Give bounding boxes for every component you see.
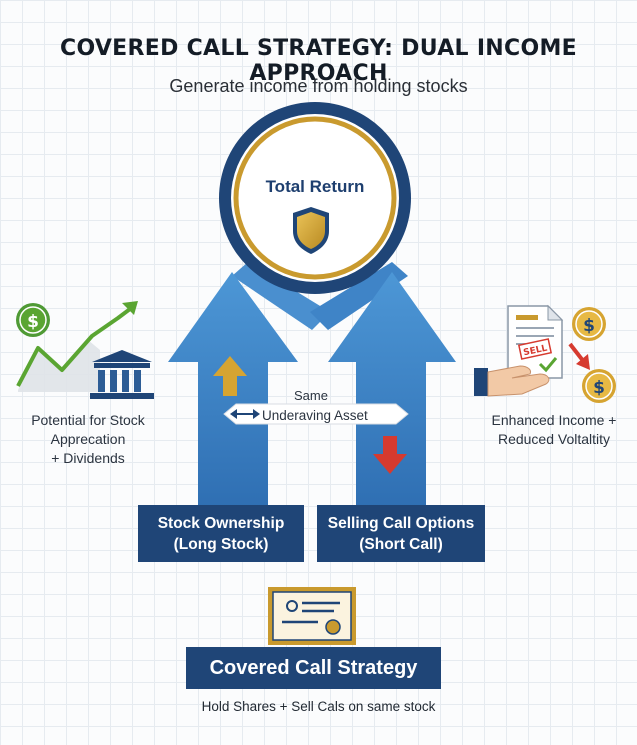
left-benefit-line2: Apprecation bbox=[50, 431, 126, 447]
shield-icon bbox=[293, 207, 329, 254]
left-arrow-top bbox=[232, 262, 330, 330]
double-arrow-icon bbox=[230, 409, 260, 419]
selling-calls-box: Selling Call Options (Short Call) bbox=[317, 505, 485, 562]
total-return-label: Total Return bbox=[265, 177, 365, 196]
up-arrow-icon bbox=[213, 356, 247, 396]
down-arrow-icon bbox=[373, 436, 407, 474]
underlying-asset-label: Underaving Asset bbox=[262, 408, 368, 423]
same-label: Same bbox=[294, 388, 328, 403]
sell-badge: SELL bbox=[523, 344, 549, 359]
covered-call-strategy-box: Covered Call Strategy bbox=[186, 647, 441, 689]
svg-text:$: $ bbox=[593, 378, 605, 398]
stock-ownership-subtitle: (Long Stock) bbox=[173, 535, 269, 553]
right-benefit-line1: Enhanced Income + bbox=[491, 412, 617, 428]
hand-icon bbox=[474, 365, 550, 397]
selling-calls-title: Selling Call Options bbox=[327, 514, 475, 532]
dollar-coin-icon: $ bbox=[16, 303, 50, 337]
page-subtitle: Generate income from holding stocks bbox=[169, 76, 468, 96]
dollar-coin-bottom-icon: $ bbox=[582, 369, 616, 403]
sell-tag: SELL bbox=[517, 338, 553, 360]
strategy-caption: Hold Shares + Sell Cals on same stock bbox=[201, 699, 436, 714]
svg-text:$: $ bbox=[27, 312, 39, 332]
right-down-arrow-icon bbox=[568, 342, 590, 370]
asset-banner bbox=[223, 403, 409, 425]
right-up-arrow bbox=[328, 272, 456, 507]
right-benefit-line2: Reduced Voltaltity bbox=[497, 431, 611, 447]
svg-text:$: $ bbox=[583, 316, 595, 336]
left-benefit-line3: + Dividends bbox=[51, 450, 125, 466]
selling-calls-subtitle: (Short Call) bbox=[359, 535, 443, 553]
dollar-coin-top-icon: $ bbox=[572, 307, 606, 341]
left-benefit-line1: Potential for Stock bbox=[31, 412, 145, 428]
left-benefit-text: Potential for Stock Apprecation + Divide… bbox=[8, 411, 168, 468]
right-arrow-top bbox=[310, 262, 408, 330]
rising-chart-icon bbox=[16, 301, 138, 392]
bank-building-icon bbox=[90, 350, 154, 399]
page-title: COVERED CALL STRATEGY: DUAL INCOME APPRO… bbox=[60, 36, 577, 86]
stock-ownership-box: Stock Ownership (Long Stock) bbox=[138, 505, 304, 562]
right-benefit-text: Enhanced Income + Reduced Voltaltity bbox=[474, 411, 634, 449]
total-return-circle bbox=[219, 102, 411, 294]
stock-ownership-title: Stock Ownership bbox=[157, 514, 285, 532]
certificate-icon bbox=[268, 587, 356, 645]
